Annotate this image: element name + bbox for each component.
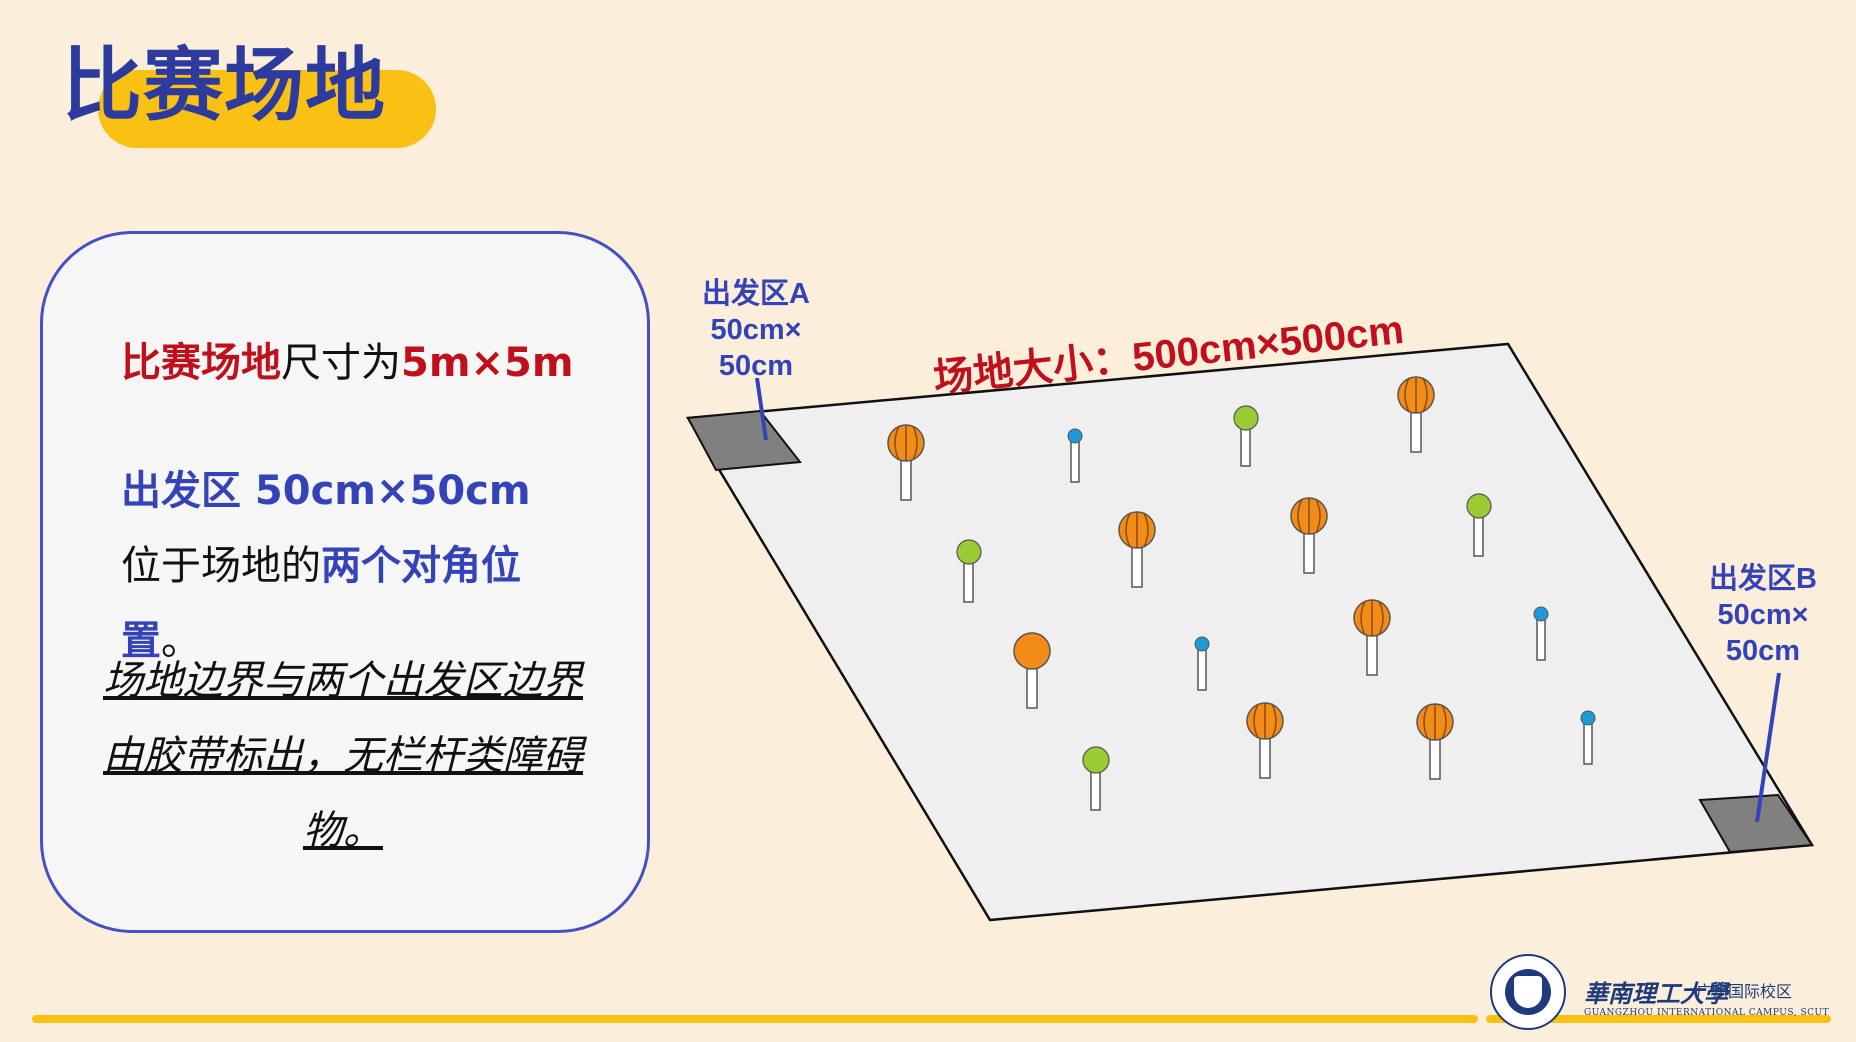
footer-bar-right — [1486, 1015, 1831, 1023]
footer-bar — [32, 1015, 1478, 1023]
blue-ball-marker — [1194, 636, 1210, 691]
start-zone-b — [1698, 793, 1814, 854]
field-size-label: 比赛场地 — [121, 340, 281, 386]
zone-a-label-1: 出发区A — [702, 277, 810, 310]
logo-name-en: GUANGZHOU INTERNATIONAL CAMPUS, SCUT — [1584, 1008, 1830, 1018]
orange-ball-marker — [1397, 376, 1435, 453]
start-zone-end: 。 — [161, 618, 201, 664]
blue-ball-marker — [1533, 606, 1549, 661]
start-zone-label: 出发区 50cm×50cm — [121, 468, 531, 514]
page-title-text: 比赛场地 — [62, 39, 386, 132]
blue-ball-marker — [1067, 428, 1083, 483]
orange-ball-marker — [1353, 599, 1391, 676]
zone-a-pointer — [755, 377, 768, 441]
start-zone-position: 两个对角位置 — [121, 543, 521, 664]
zone-b-label-1: 出发区B — [1709, 562, 1817, 595]
boundary-note: 场地边界与两个出发区边界由胶带标出，无栏杆类障碍物。 — [93, 644, 593, 869]
green-ball-marker — [1233, 405, 1259, 467]
zone-a-label-2: 50cm× — [710, 314, 801, 346]
university-seal-icon — [1490, 954, 1566, 1030]
logo-name-cn: 華南理工大學 — [1584, 979, 1728, 1008]
orange-ball-marker — [1246, 702, 1284, 779]
logo-campus-cn: 广州国际校区 — [1696, 982, 1793, 1001]
orange-ball-marker — [887, 424, 925, 501]
field-size-value: 5m×5m — [401, 340, 574, 386]
university-logo: 華南理工大學 广州国际校区 GUANGZHOU INTERNATIONAL CA… — [1488, 952, 1848, 1036]
start-zone-a — [686, 409, 802, 472]
green-ball-marker — [956, 539, 982, 603]
zone-a-label-3: 50cm — [719, 350, 793, 382]
orange-ball-marker — [1118, 511, 1156, 588]
title-highlight — [98, 70, 436, 148]
zone-b-label-3: 50cm — [1726, 635, 1800, 667]
zone-b-pointer — [1755, 672, 1781, 823]
field-size-mid: 尺寸为 — [281, 340, 401, 386]
start-zone-mid: 位于场地的 — [121, 543, 321, 589]
start-zone-text: 出发区 50cm×50cm 位于场地的两个对角位置。 — [121, 454, 571, 679]
orange-ball-marker — [1416, 703, 1454, 780]
description-panel: 比赛场地尺寸为5m×5m 出发区 50cm×50cm 位于场地的两个对角位置。 … — [40, 231, 650, 933]
orange-ball-marker — [1013, 632, 1051, 709]
field-size-text: 比赛场地尺寸为5m×5m — [121, 330, 574, 388]
green-ball-marker — [1466, 493, 1492, 557]
blue-ball-marker — [1580, 710, 1596, 765]
zone-b-label-2: 50cm× — [1717, 599, 1808, 631]
green-ball-marker — [1082, 746, 1110, 811]
page-title: 比赛场地 — [62, 36, 442, 148]
orange-ball-marker — [1290, 497, 1328, 574]
boundary-note-text: 场地边界与两个出发区边界由胶带标出，无栏杆类障碍物。 — [103, 658, 583, 854]
